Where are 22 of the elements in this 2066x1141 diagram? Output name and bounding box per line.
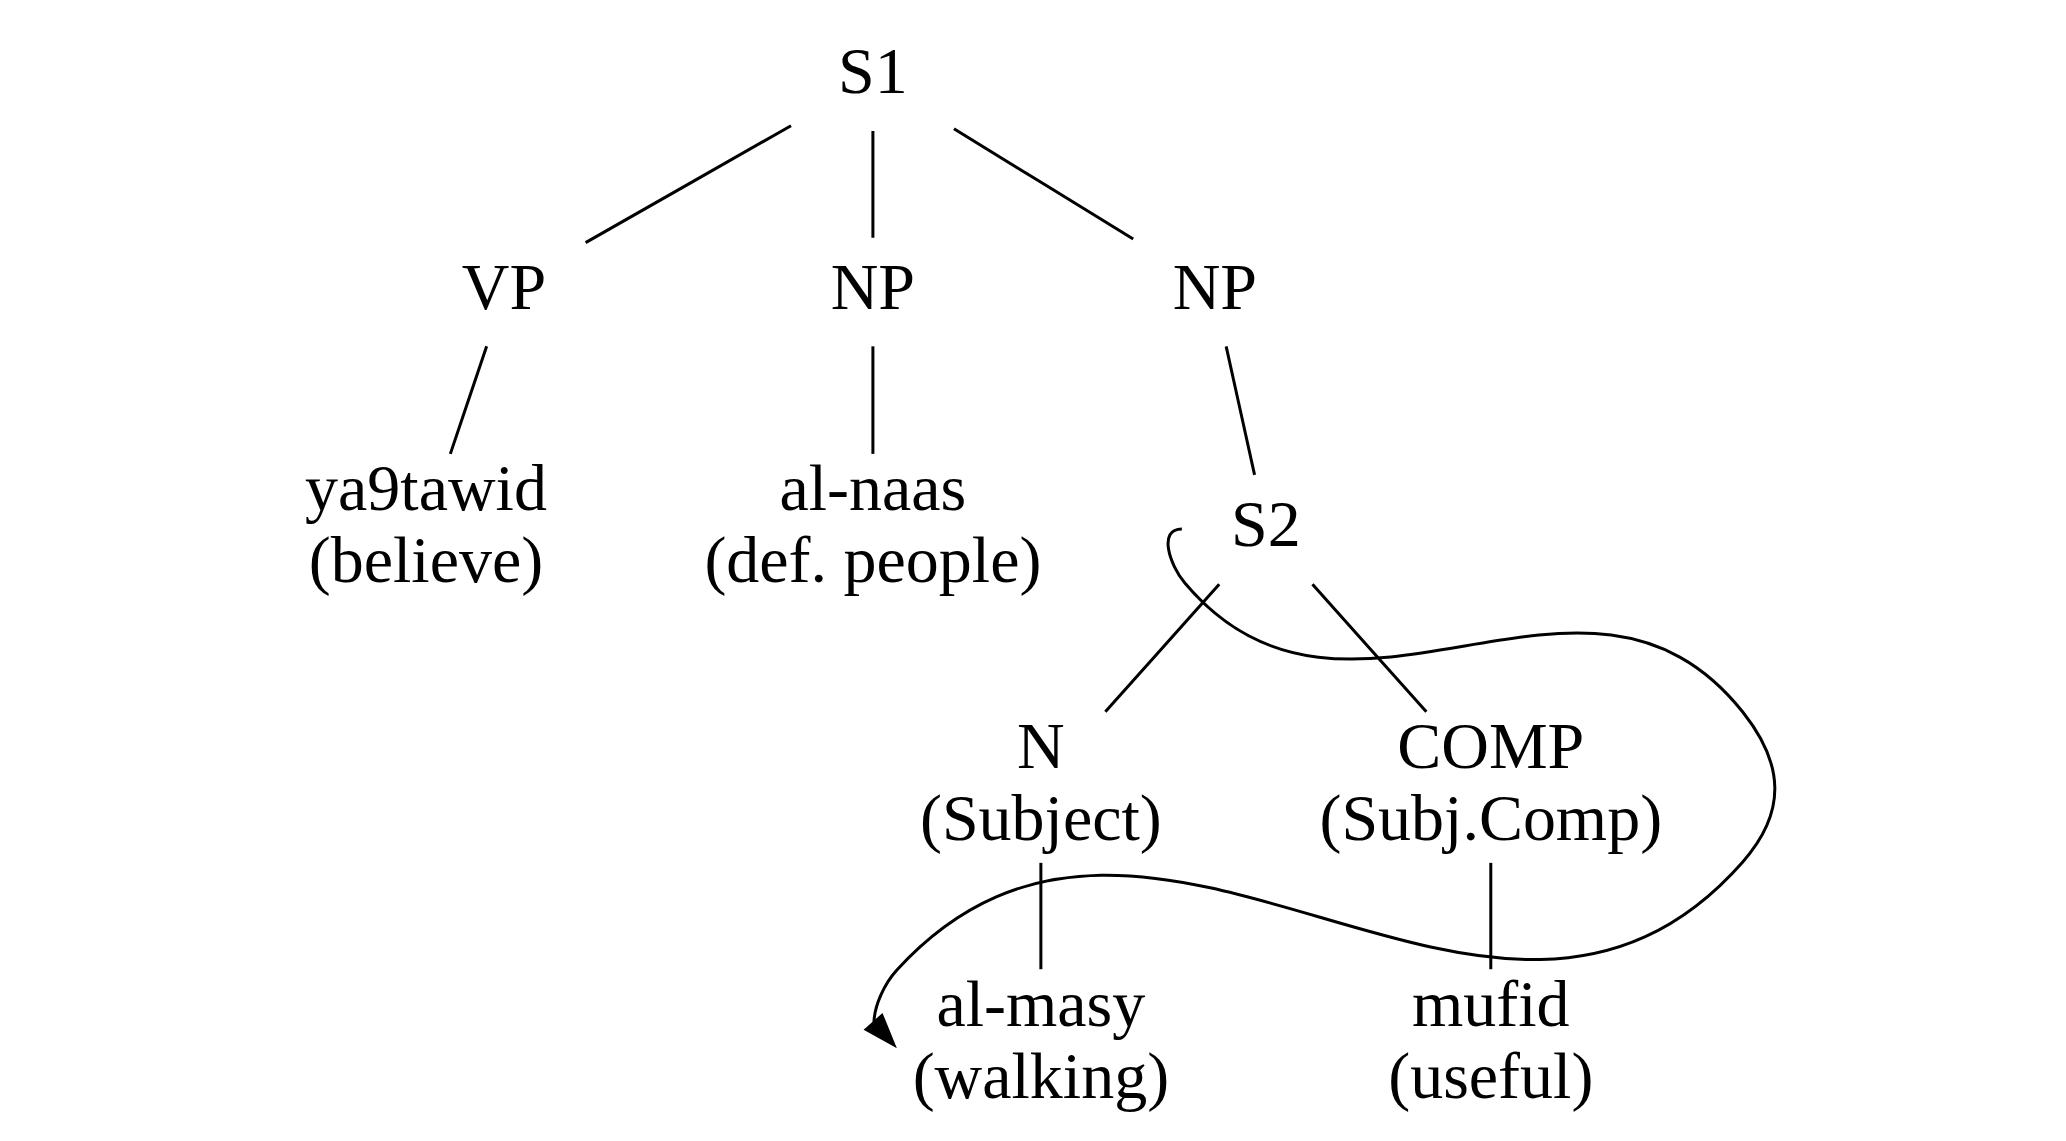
- node-text: COMP (Subj.Comp): [1319, 708, 1663, 854]
- connector: [1489, 862, 1493, 969]
- connector: [448, 345, 489, 454]
- node-text: VP: [461, 249, 547, 323]
- connector: [953, 127, 1134, 240]
- connector: [1039, 862, 1043, 969]
- connector: [871, 130, 875, 238]
- node-text: ya9tawid (believe): [305, 450, 547, 596]
- node-text: NP: [1172, 249, 1258, 323]
- connector: [1104, 582, 1221, 713]
- connector: [1224, 345, 1257, 475]
- connector: [584, 123, 792, 244]
- connector: [871, 345, 875, 454]
- node-text: al-masy (walking): [912, 966, 1170, 1112]
- connector: [1311, 582, 1428, 713]
- node-text: N (Subject): [919, 708, 1162, 854]
- node-text: NP: [830, 249, 916, 323]
- node-text: S1: [838, 33, 908, 107]
- arrow: [863, 527, 1777, 1048]
- node-text: S2: [1230, 486, 1301, 560]
- node-text: mufid (useful): [1388, 966, 1594, 1112]
- node-text: al-naas (def. people): [704, 450, 1042, 596]
